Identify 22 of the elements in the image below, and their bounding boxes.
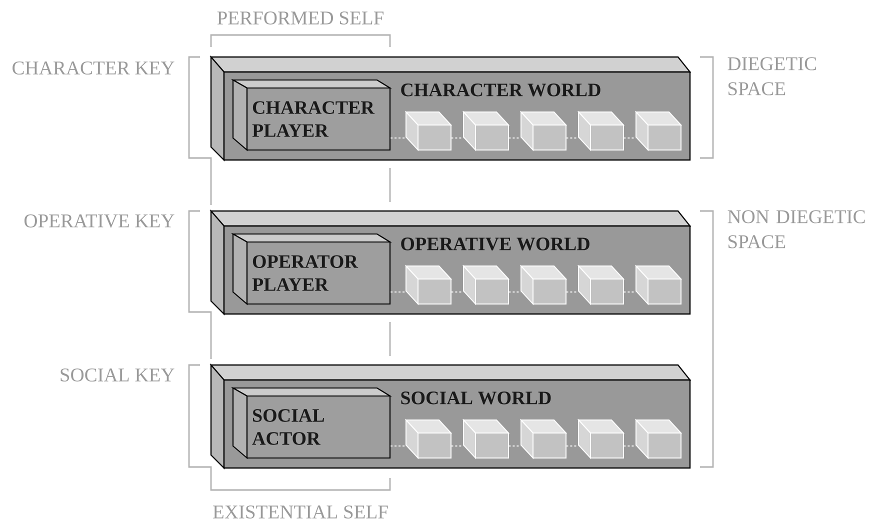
dotted-connector [508, 291, 521, 293]
dotted-connector [390, 445, 406, 447]
space-label: NON DIEGETIC SPACE [728, 210, 865, 248]
dotted-connector [624, 137, 636, 139]
key-label: CHARACTER KEY [12, 61, 174, 75]
dotted-connector [624, 291, 636, 293]
dotted-connector [566, 137, 578, 139]
key-label: SOCIAL KEY [60, 368, 174, 382]
dotted-connector [508, 137, 521, 139]
dotted-connector [451, 445, 464, 447]
dotted-connector [390, 291, 406, 293]
dotted-connector [390, 137, 406, 139]
dotted-connector [508, 445, 521, 447]
dotted-connector [451, 291, 464, 293]
dotted-connector [566, 445, 578, 447]
dotted-connector [624, 445, 636, 447]
key-label: OPERATIVE KEY [24, 214, 174, 228]
dotted-connector [451, 137, 464, 139]
self-label: PERFORMED SELF [217, 11, 384, 25]
dotted-connector [566, 291, 578, 293]
space-label: DIEGETIC SPACE [728, 57, 816, 96]
self-label: EXISTENTIAL SELF [213, 505, 388, 519]
